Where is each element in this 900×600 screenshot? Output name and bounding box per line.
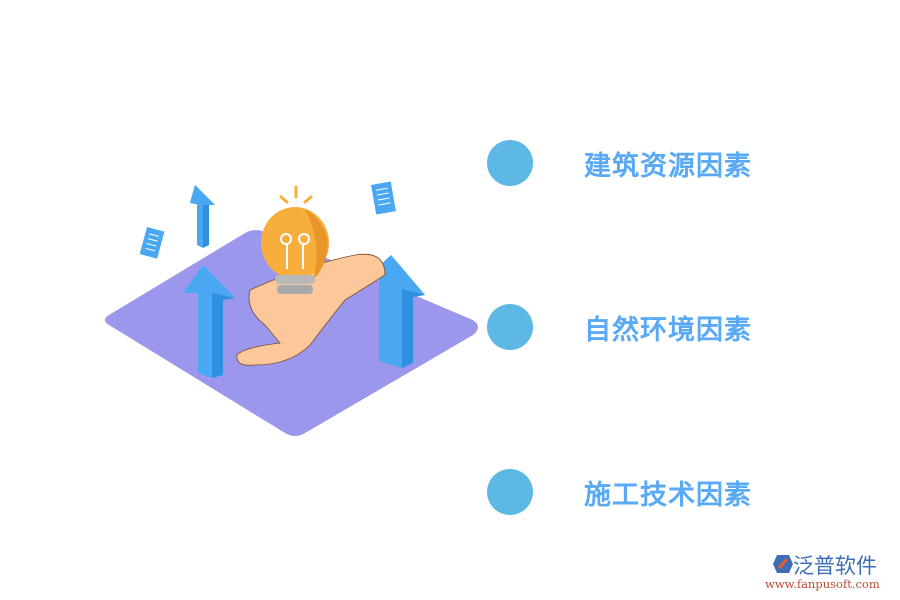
up-arrow-icon <box>183 265 235 378</box>
factor-label: 自然环境因素 <box>584 315 752 346</box>
hand-shape <box>236 253 386 366</box>
illustration <box>95 175 495 445</box>
factor-item: 自然环境因素 <box>487 302 807 352</box>
hand-bulb-illustration <box>105 181 478 436</box>
factor-label: 施工技术因素 <box>584 480 752 511</box>
brand-url: www.fanpusoft.com <box>765 577 880 591</box>
bullet-dot <box>487 469 533 515</box>
brand-logo: 泛普软件 www.fanpusoft.com <box>765 550 895 598</box>
bullet-dot <box>487 140 533 186</box>
light-bulb-icon <box>261 207 329 294</box>
bullet-dot <box>487 304 533 350</box>
factor-item: 施工技术因素 <box>487 467 807 517</box>
up-arrow-icon <box>190 185 215 248</box>
up-arrow-icon <box>365 255 425 368</box>
logo-mark-icon <box>773 555 793 573</box>
brand-name: 泛普软件 <box>793 554 877 578</box>
factor-label: 建筑资源因素 <box>584 151 752 182</box>
document-icon <box>139 227 165 259</box>
document-icon <box>371 181 396 215</box>
light-rays-icon <box>279 185 313 204</box>
factor-item: 建筑资源因素 <box>487 138 807 188</box>
